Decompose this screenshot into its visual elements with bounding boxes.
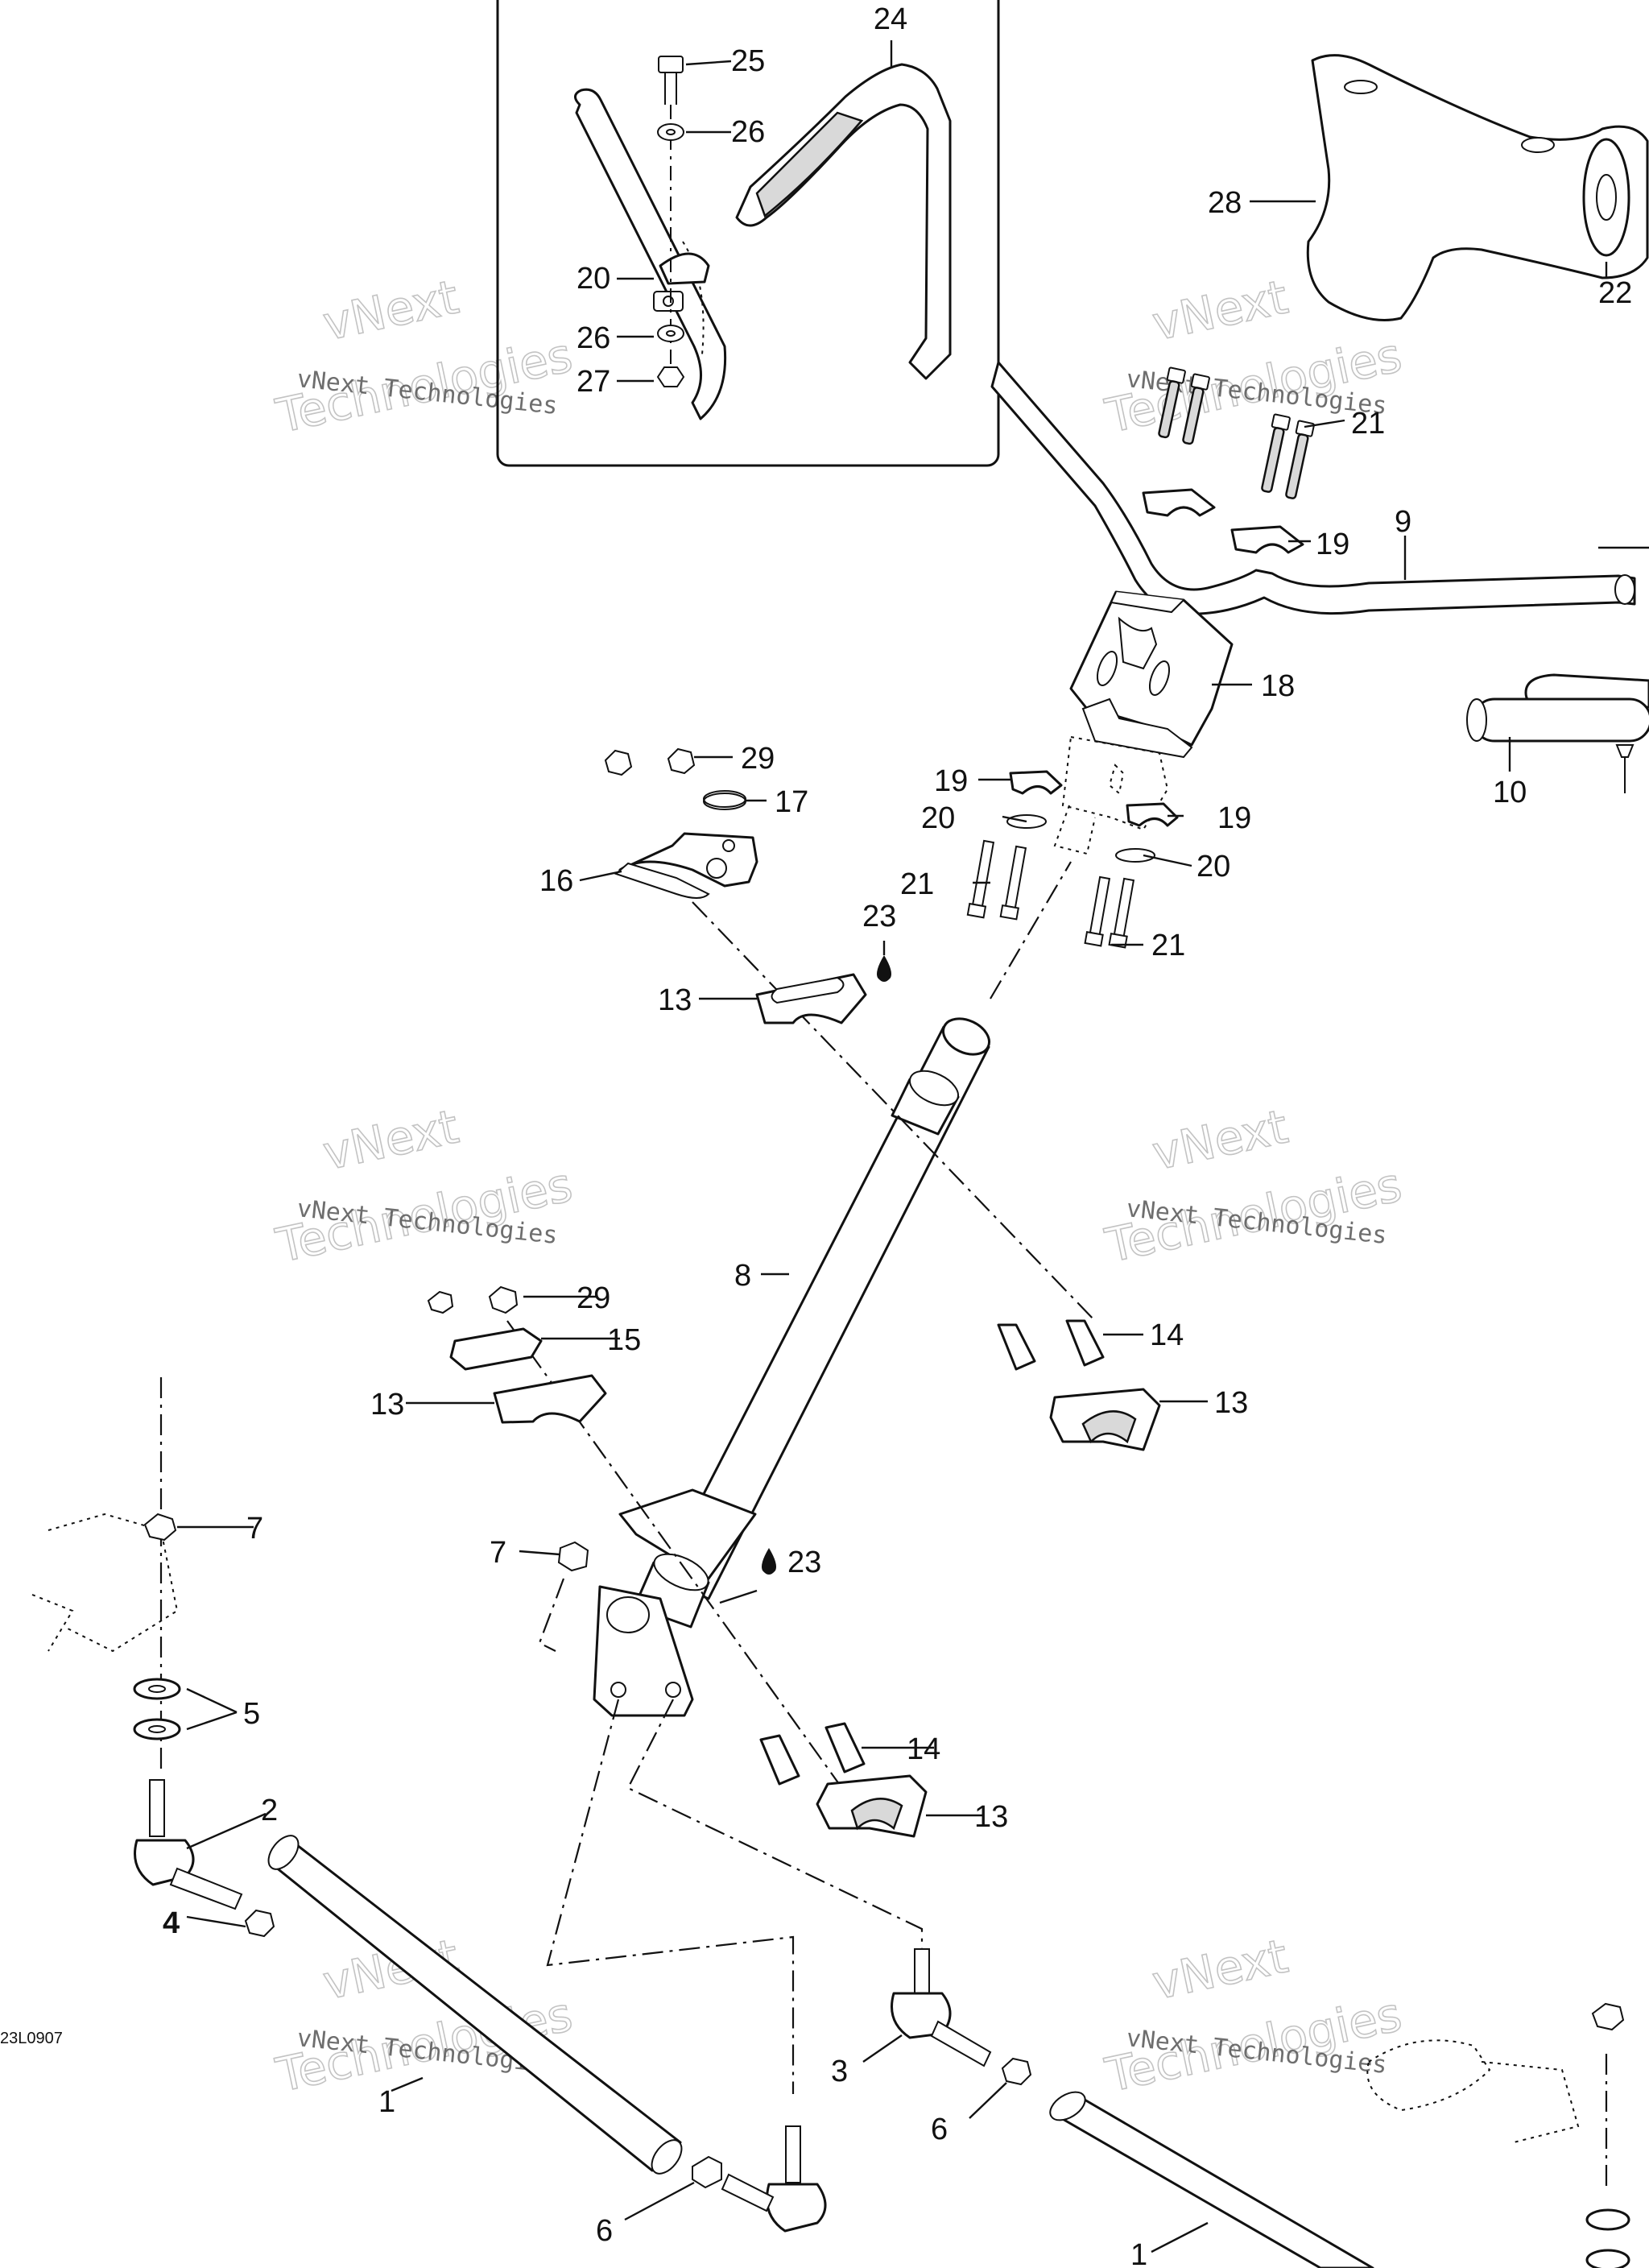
- callout-13: 13: [1214, 1386, 1248, 1420]
- callout-2: 2: [261, 1794, 278, 1827]
- reference-code: 23L0907: [0, 2030, 63, 2047]
- steering-column: [557, 1017, 990, 1717]
- clamp-assembly-lower: [427, 1285, 607, 1424]
- bolt-set-upper: [1142, 366, 1315, 554]
- callout-28: 28: [1208, 186, 1242, 220]
- callout-6: 6: [596, 2214, 613, 2248]
- inset-detail-box: [496, 0, 1000, 467]
- handlebar-pad: [1306, 54, 1649, 321]
- leader-lines: [177, 40, 1608, 2254]
- tie-rod-left: [267, 1835, 722, 2189]
- callout-21: 21: [900, 867, 934, 901]
- clamp-set-lower: [966, 770, 1179, 949]
- callout-4: 4: [163, 1906, 180, 1940]
- grease-symbol-upper: [877, 955, 891, 982]
- callout-13: 13: [370, 1388, 404, 1422]
- callout-1: 1: [378, 2085, 395, 2119]
- callout-25: 25: [731, 44, 765, 78]
- bracket-assembly-upper: [604, 747, 758, 899]
- callout-29: 29: [741, 742, 775, 776]
- callout-26: 26: [577, 321, 610, 355]
- callout-27: 27: [577, 365, 610, 399]
- callout-1: 1: [1130, 2238, 1147, 2268]
- callout-20: 20: [577, 262, 610, 296]
- callout-19: 19: [1316, 528, 1349, 561]
- callout-23: 23: [787, 1546, 821, 1579]
- clamp-pair-upper: [755, 973, 1161, 1838]
- callout-14: 14: [907, 1732, 940, 1766]
- callout-7: 7: [490, 1536, 506, 1570]
- callout-9: 9: [1395, 505, 1411, 539]
- tie-rod-right: [1049, 2002, 1630, 2268]
- left-tie-rod-end: [31, 1513, 275, 1938]
- callout-21: 21: [1151, 929, 1185, 962]
- callout-8: 8: [734, 1259, 751, 1293]
- callout-14: 14: [1150, 1318, 1184, 1352]
- grease-symbol-lower: [762, 1548, 776, 1575]
- watermark-top: vNext: [318, 269, 463, 351]
- callout-13: 13: [974, 1800, 1008, 1834]
- callout-20: 20: [1196, 850, 1230, 884]
- callout-21: 21: [1351, 407, 1385, 441]
- right-tie-rod-end: [721, 1948, 1032, 2233]
- callout-3: 3: [831, 2055, 848, 2088]
- callout-16: 16: [539, 864, 573, 898]
- callout-5: 5: [243, 1697, 260, 1731]
- callout-19: 19: [1217, 801, 1251, 835]
- callout-17: 17: [775, 785, 808, 819]
- handlebar: [990, 361, 1649, 793]
- handlebar-riser-block: [1053, 590, 1234, 855]
- callout-19: 19: [934, 764, 968, 798]
- watermark-top: vNext: [318, 1099, 463, 1181]
- callout-18: 18: [1261, 669, 1295, 703]
- bushings: [759, 1319, 1105, 1786]
- callout-29: 29: [577, 1281, 610, 1315]
- callout-24: 24: [874, 2, 907, 36]
- callout-22: 22: [1598, 276, 1632, 310]
- watermark-top: vNext: [1147, 1099, 1292, 1181]
- callout-6: 6: [931, 2113, 948, 2146]
- assembly-centerlines: [159, 861, 1608, 2191]
- callout-26: 26: [731, 115, 765, 149]
- watermark-top: vNext: [1147, 269, 1292, 351]
- watermark-top: vNext: [1147, 1928, 1292, 2010]
- callout-10: 10: [1493, 776, 1527, 809]
- callout-15: 15: [607, 1323, 641, 1357]
- callout-7: 7: [246, 1512, 263, 1546]
- callout-20: 20: [921, 801, 955, 835]
- callout-23: 23: [862, 900, 896, 933]
- callout-13: 13: [658, 983, 692, 1017]
